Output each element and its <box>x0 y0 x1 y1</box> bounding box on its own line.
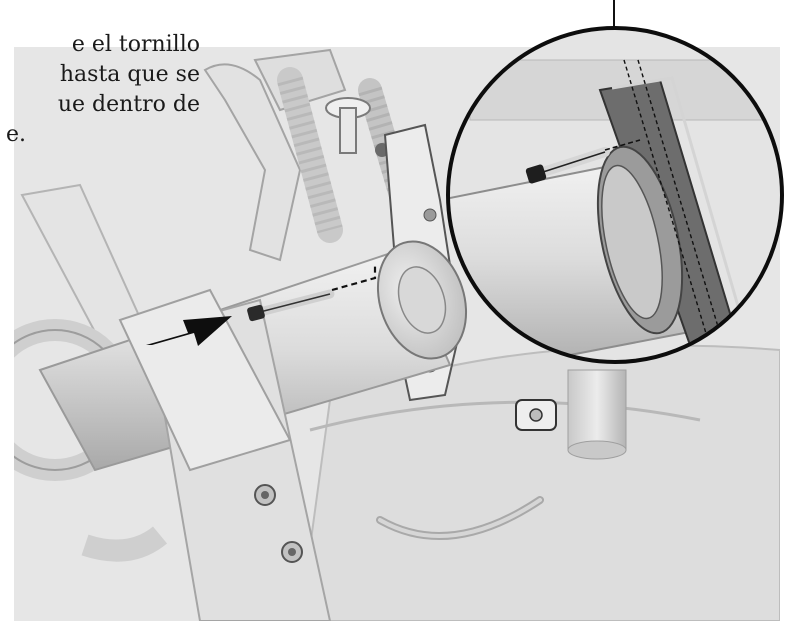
instruction-line: e el tornillo <box>71 32 200 57</box>
bolt-assembly <box>247 266 377 322</box>
instruction-line: ue dentro de <box>57 92 200 117</box>
insertion-path <box>331 266 377 292</box>
valve-nozzle <box>325 97 389 157</box>
cable-clip <box>515 399 557 431</box>
instruction-line: e. <box>6 122 27 147</box>
support-post <box>567 369 627 451</box>
magnifier-callout-icon <box>446 0 784 364</box>
push-direction-arrow-icon <box>146 316 232 346</box>
instruction-line: hasta que se <box>59 62 200 87</box>
housing-groove <box>309 400 701 432</box>
instruction-text: e el tornillo hasta que se ue dentro de … <box>0 30 200 150</box>
callout-ring <box>446 26 784 364</box>
cross-arm <box>118 288 332 621</box>
hex-socket-bolt-icon <box>525 139 641 184</box>
